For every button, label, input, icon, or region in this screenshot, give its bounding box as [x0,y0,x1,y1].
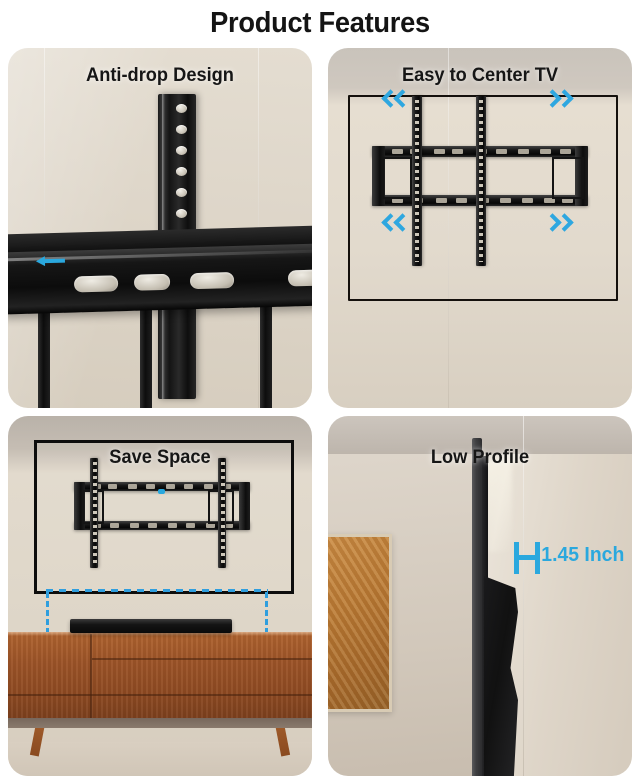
page-title: Product Features [210,6,430,39]
feature-panel-grid: Anti-drop Design [8,48,632,776]
wall-seam [448,48,449,408]
mount-right-window [552,157,584,199]
double-chevron-right-icon [543,89,574,108]
panel-label-anti-drop: Anti-drop Design [86,65,234,86]
wood-grain [8,632,312,718]
feature-panel-easy-center[interactable]: Easy to Center TV [328,48,632,408]
tv-side-profile [472,438,482,776]
dimension-caliper-icon [514,542,542,574]
double-chevron-left-icon [381,213,412,232]
wall-corner-edge [523,416,524,776]
panel-label-save-space: Save Space [109,447,211,468]
mount-left-end-cap [372,146,385,206]
mount-center-indicator [158,489,165,494]
double-chevron-left-icon [381,89,412,108]
mount-left-window [382,157,412,199]
mount-vertical-post-left [412,96,422,266]
tv-edge-highlight [486,460,512,552]
wall-seam [44,48,45,408]
mount-bracket-profile [484,576,518,776]
mount-vertical-post-right [218,458,226,568]
mount-left-end-cap [74,482,85,530]
feature-panel-save-space[interactable]: Save Space [8,416,312,776]
mount-right-end-cap [575,146,588,206]
soundbar [70,619,232,633]
mount-vertical-post-left [90,458,98,568]
tv-outline [34,440,294,594]
framed-artwork [328,534,392,712]
depth-callout-label: 1.45 Inch [541,544,625,566]
feature-panel-anti-drop[interactable]: Anti-drop Design [8,48,312,408]
tv-mount-bracket [74,482,250,530]
left-arrow-icon [35,254,66,273]
feature-panel-low-profile[interactable]: 1.45 Inch Low Profile [328,416,632,776]
panel-label-easy-center: Easy to Center TV [401,65,559,86]
double-chevron-right-icon [543,213,574,232]
media-console [8,632,312,718]
panel-label-low-profile: Low Profile [430,447,530,468]
floor [8,742,312,776]
mount-vertical-post-right [476,96,486,266]
mount-right-end-cap [239,482,250,530]
